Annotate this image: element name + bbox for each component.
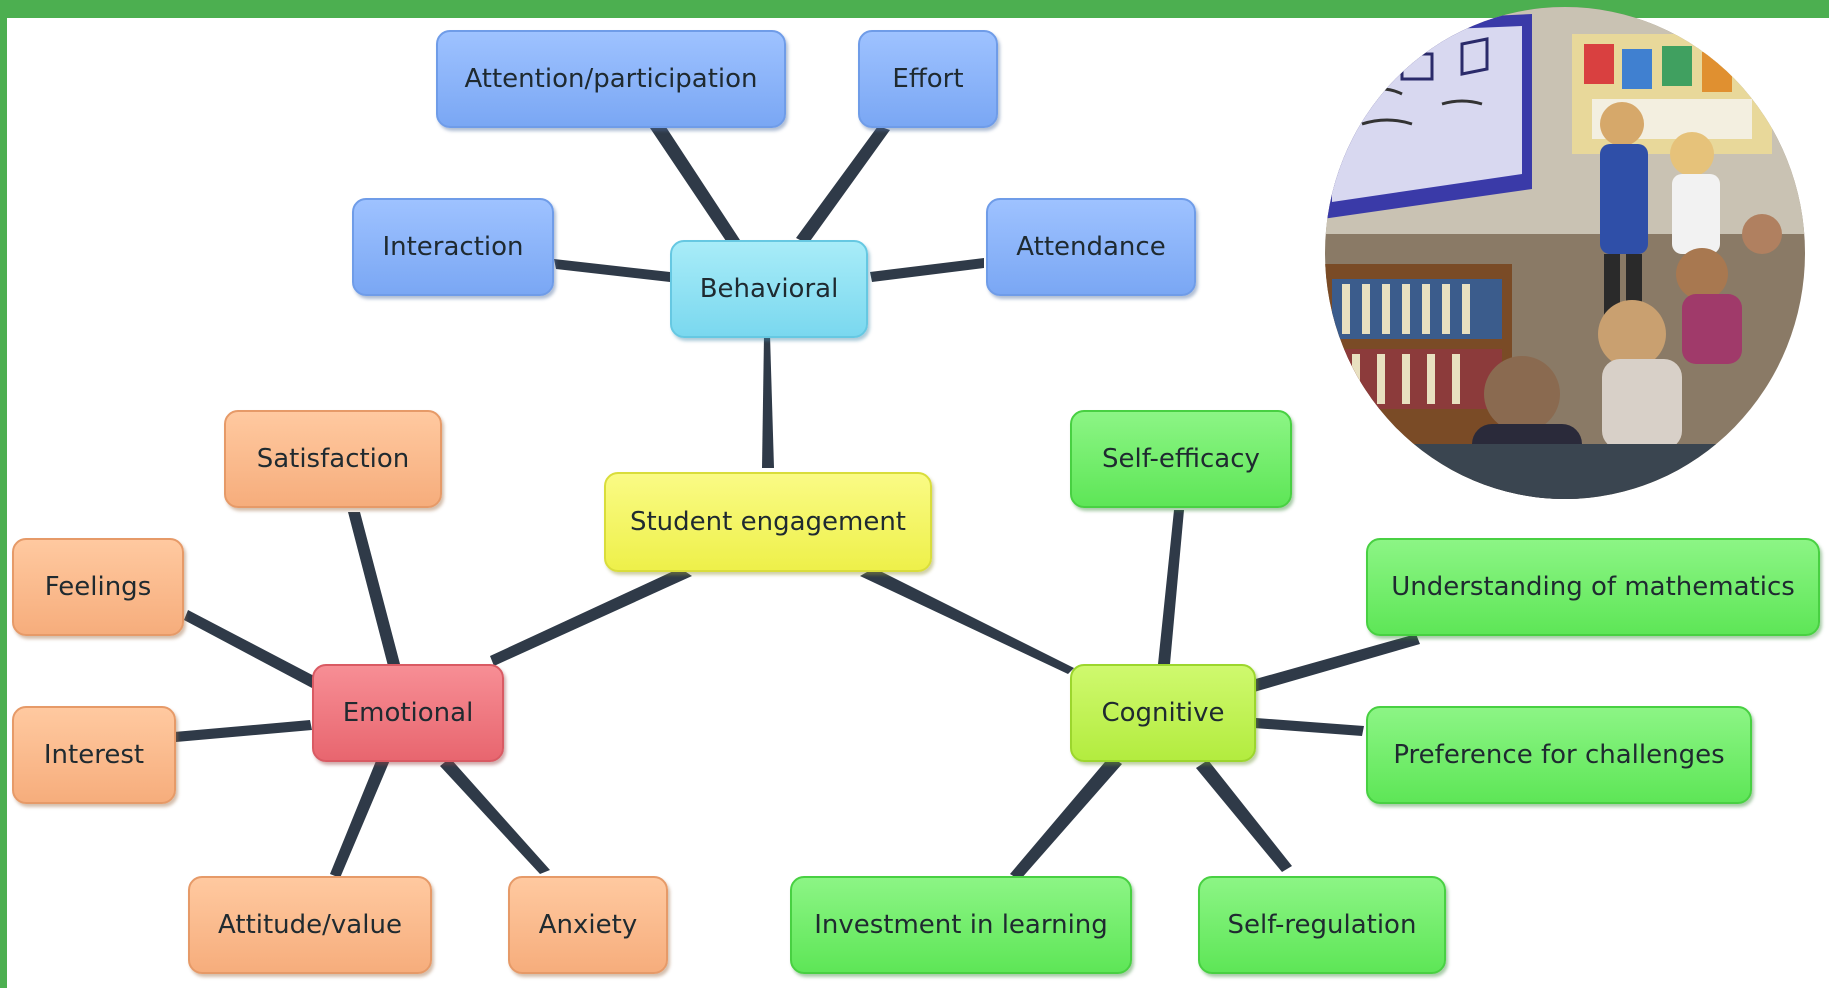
- connector-emotional-interest: [174, 720, 312, 742]
- connector-behavioral-interaction: [554, 259, 670, 282]
- connector-emotional-attitude: [330, 756, 390, 878]
- connector-center-emotional: [490, 568, 692, 666]
- node-interaction: Interaction: [352, 198, 554, 296]
- connector-behavioral-attention: [650, 124, 740, 244]
- node-anxiety: Anxiety: [508, 876, 668, 974]
- connector-center-behavioral: [762, 335, 774, 468]
- connector-cognitive-selfefficacy: [1158, 510, 1184, 664]
- node-self-regulation: Self-regulation: [1198, 876, 1446, 974]
- node-effort: Effort: [858, 30, 998, 128]
- connector-cognitive-selfregulation: [1196, 760, 1292, 872]
- left-frame-bar: [0, 0, 7, 988]
- node-self-efficacy: Self-efficacy: [1070, 410, 1292, 508]
- connector-emotional-satisfaction: [348, 512, 400, 666]
- connector-behavioral-effort: [796, 126, 890, 244]
- node-interest: Interest: [12, 706, 176, 804]
- node-cognitive: Cognitive: [1070, 664, 1256, 762]
- node-understanding-of-mathematics: Understanding of mathematics: [1366, 538, 1820, 636]
- connector-emotional-feelings: [184, 610, 318, 688]
- connector-cognitive-investment: [1010, 756, 1122, 880]
- node-attitude-value: Attitude/value: [188, 876, 432, 974]
- connector-cognitive-understanding: [1252, 634, 1420, 692]
- node-preference-for-challenges: Preference for challenges: [1366, 706, 1752, 804]
- node-satisfaction: Satisfaction: [224, 410, 442, 508]
- top-frame-bar: [0, 0, 1829, 18]
- node-student-engagement: Student engagement: [604, 472, 932, 572]
- node-feelings: Feelings: [12, 538, 184, 636]
- connector-center-cognitive: [860, 568, 1074, 674]
- node-emotional: Emotional: [312, 664, 504, 762]
- classroom-photo: [1325, 7, 1805, 499]
- node-investment-in-learning: Investment in learning: [790, 876, 1132, 974]
- node-behavioral: Behavioral: [670, 240, 868, 338]
- connector-cognitive-preference: [1254, 718, 1364, 736]
- connector-emotional-anxiety: [440, 758, 550, 874]
- node-attention-participation: Attention/participation: [436, 30, 786, 128]
- node-attendance: Attendance: [986, 198, 1196, 296]
- connector-behavioral-attendance: [870, 258, 984, 282]
